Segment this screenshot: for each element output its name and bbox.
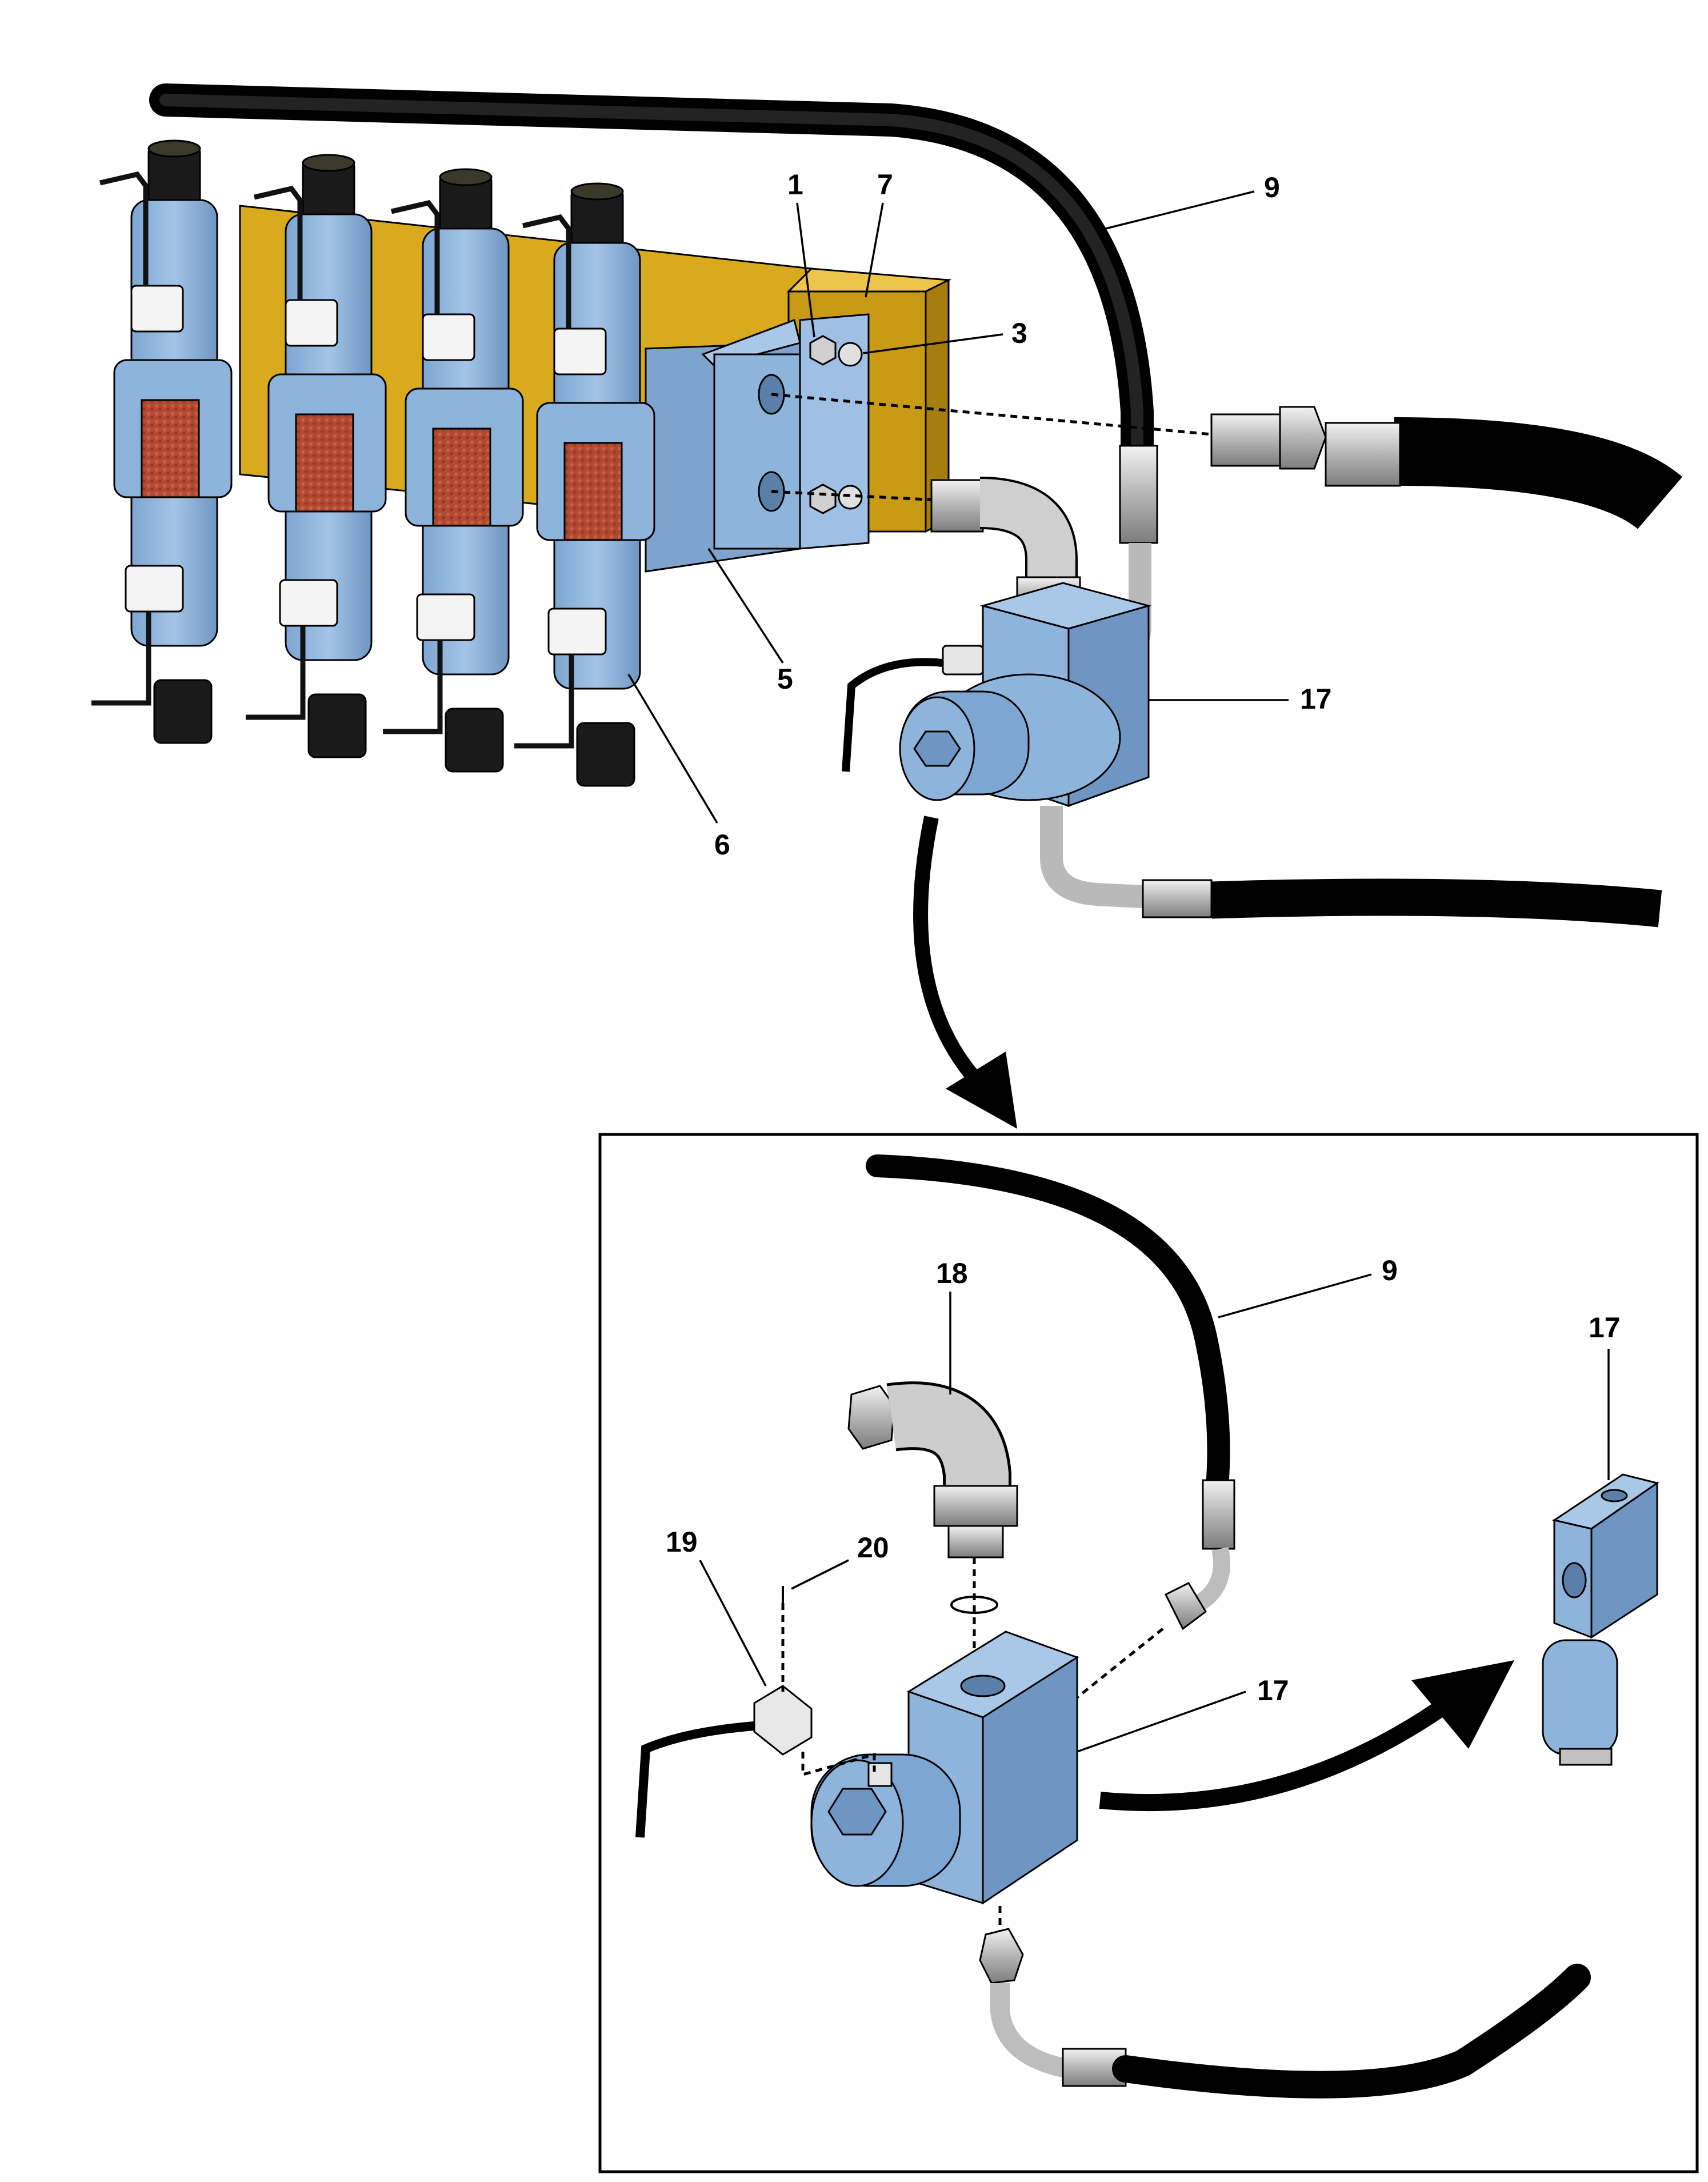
svg-text:1: 1 <box>787 169 803 201</box>
elbow-fitting-18 <box>847 1381 1018 1558</box>
callout-17-main: 17 <box>1149 683 1332 715</box>
callout-3: 3 <box>862 317 1027 354</box>
svg-text:20: 20 <box>857 1532 889 1564</box>
detail-arrow <box>913 816 1017 1129</box>
svg-text:17: 17 <box>1589 1312 1621 1344</box>
callout-5: 5 <box>707 548 793 695</box>
detail-view: 18 9 17 19 20 17 <box>598 1133 1699 2173</box>
removal-arrow <box>1099 1660 1514 1812</box>
hex-nut <box>809 335 837 514</box>
solenoid-valve-bank <box>91 139 655 787</box>
svg-text:5: 5 <box>777 663 793 695</box>
svg-text:3: 3 <box>1011 317 1027 349</box>
callout-1: 1 <box>787 169 815 338</box>
svg-text:18: 18 <box>936 1257 968 1289</box>
callout-19: 19 <box>666 1526 767 1687</box>
callout-18: 18 <box>936 1257 968 1394</box>
solenoid-valve-3 <box>383 168 524 773</box>
directional-valve <box>842 582 1662 928</box>
main-assembly: 1 7 9 3 17 5 6 <box>91 83 1683 1129</box>
o-ring <box>950 1596 998 1614</box>
callout-9-detail: 9 <box>1218 1254 1398 1318</box>
svg-text:17: 17 <box>1257 1675 1289 1707</box>
svg-text:9: 9 <box>1382 1254 1398 1286</box>
elbow-fitting <box>930 477 1081 613</box>
return-hose-right <box>1210 406 1683 530</box>
callout-20: 20 <box>791 1532 889 1590</box>
manifold-block <box>645 313 870 573</box>
callout-17-detail-top: 17 <box>1589 1312 1621 1480</box>
svg-text:19: 19 <box>666 1526 698 1558</box>
callout-7: 7 <box>865 169 893 298</box>
svg-text:9: 9 <box>1264 171 1280 203</box>
callout-6: 6 <box>627 674 730 861</box>
directional-valve-detail <box>810 1630 1079 1905</box>
electrical-connector <box>635 1685 813 1838</box>
svg-text:17: 17 <box>1300 683 1332 715</box>
removed-valve-body <box>1542 1473 1659 1766</box>
svg-text:7: 7 <box>877 169 893 201</box>
solenoid-valve-2 <box>246 154 387 758</box>
svg-text:6: 6 <box>714 829 730 861</box>
bolt-head <box>838 342 863 510</box>
callout-17-detail: 17 <box>1077 1675 1289 1753</box>
solenoid-valve-4 <box>514 182 655 787</box>
solenoid-valve-1 <box>91 139 233 744</box>
callout-9: 9 <box>1105 171 1280 230</box>
